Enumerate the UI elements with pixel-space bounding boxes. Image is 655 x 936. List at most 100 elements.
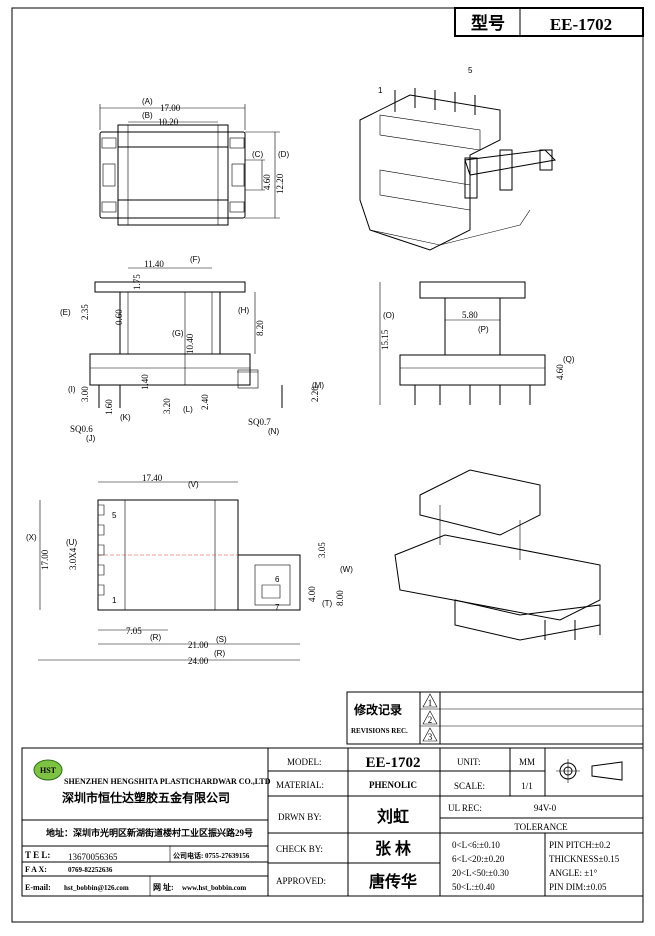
dim-tag-s: (S) [216, 635, 227, 644]
company-address: 地址：深圳市光明区新湖街道楼村工业区振兴路29号 [46, 827, 253, 838]
revision-mark-2: 2 [428, 715, 433, 725]
dim-tag-e: (E) [60, 308, 71, 317]
approved-label: APPROVED: [276, 876, 326, 886]
approved-value: 唐传华 [369, 872, 417, 891]
tel-label: T E L: [25, 850, 50, 860]
pin-5-label-iso: 5 [468, 66, 473, 75]
web-label: 网 址: [153, 882, 174, 892]
sheet-border [11, 7, 644, 923]
dim-tag-g: (G) [172, 329, 184, 338]
model-label: MODEL: [287, 757, 322, 767]
pin-7-label: 7 [275, 603, 280, 612]
unit-value: MM [519, 757, 535, 767]
dim-tag-l: (L) [183, 405, 193, 414]
company-block: HST SHENZHEN HENGSHITA PLASTICHARDWAR CO… [21, 747, 271, 897]
side-view: 15.15 (O) 5.80 (P) 4.60 (Q) [379, 281, 575, 405]
projection-symbol-icon [556, 759, 623, 783]
company-name-en: SHENZHEN HENGSHITA PLASTICHARDWAR CO.,LT… [64, 777, 271, 786]
ul-label: UL REC: [448, 803, 482, 813]
dim-11-40: 11.40 [144, 259, 164, 269]
tolerance-row-4: 50<L:±0.40 [452, 882, 495, 892]
dim-tag-i: (I) [68, 385, 76, 394]
dim-tag-f: (F) [190, 255, 201, 264]
dim-17-00: 17.00 [160, 103, 181, 113]
scale-value: 1/1 [521, 781, 533, 791]
dim-1-40: 1.40 [140, 374, 150, 390]
dim-tag-c: (C) [252, 150, 263, 159]
dim-tag-q: (Q) [563, 355, 575, 364]
iso-view-bottom [394, 469, 601, 641]
dim-0-60: 0.60 [114, 309, 124, 325]
web-value[interactable]: www.hst_bobbin.com [182, 884, 246, 892]
dim-8-20: 8.20 [255, 320, 265, 336]
revision-block: 修改记录 REVISIONS REC. 1 2 3 [346, 691, 644, 745]
dim-10-20: 10.20 [158, 117, 179, 127]
dim-sq0-6: SQ0.6 [70, 424, 93, 434]
tolerance-row-3: 20<L<50:±0.30 [452, 868, 509, 878]
dim-tag-r: (R) [150, 633, 161, 642]
dim-4-00: 4.00 [307, 586, 317, 602]
dim-3-0x4: 3.0X4 [68, 547, 78, 570]
dim-tag-h: (H) [238, 306, 249, 315]
email-value[interactable]: hst_bobbin@126.com [64, 884, 129, 892]
revision-mark-3: 3 [428, 732, 433, 742]
dim-17-40: 17.40 [142, 473, 163, 483]
dim-tag-d: (D) [278, 150, 289, 159]
dim-tag-x: (X) [26, 533, 37, 542]
dim-10-40: 10.40 [185, 333, 195, 354]
dim-1-75: 1.75 [132, 274, 142, 290]
angle-tolerance: ANGLE: ±1° [549, 868, 598, 878]
dim-1-60: 1.60 [104, 399, 114, 415]
drawn-value: 刘虹 [377, 807, 409, 826]
check-value: 张 林 [375, 839, 411, 858]
pin-pitch-tolerance: PIN PITCH:±0.2 [549, 840, 610, 850]
dim-2-35: 2.35 [80, 304, 90, 320]
ul-value: 94V-0 [534, 803, 557, 813]
revision-mark-1: 1 [428, 698, 433, 708]
dim-3-05: 3.05 [317, 542, 327, 558]
dim-tag-t: (T) [322, 599, 333, 608]
model-value: EE-1702 [365, 755, 420, 771]
tel-value: 13670056365 [68, 852, 118, 862]
pin-1-label-iso: 1 [378, 86, 383, 95]
office-tel-value: 0755-27639156 [205, 852, 250, 860]
dim-tag-p: (P) [478, 325, 489, 334]
material-value: PHENOLIC [369, 780, 417, 790]
dim-3-20: 3.20 [162, 398, 172, 414]
header-box: 型号 EE-1702 [454, 7, 644, 37]
dim-tag-m: (M) [312, 381, 324, 390]
pin-5-label: 5 [112, 511, 117, 520]
unit-label: UNIT: [457, 757, 481, 767]
model-code-header: EE-1702 [550, 15, 612, 34]
dim-2-20: 2.20 [310, 386, 320, 402]
bottom-view: 5 1 6 7 17.40 (V) 17.00 (X) 3.0X4 (U) 3.… [26, 473, 353, 666]
dim-17-00-bottom: 17.00 [40, 549, 50, 570]
dim-tag-o: (O) [383, 311, 395, 320]
dim-tag-a: (A) [142, 97, 153, 106]
dim-tag-j: (J) [86, 434, 96, 443]
dim-tag-u: (U) [66, 538, 77, 547]
dim-tag-v: (V) [188, 480, 199, 489]
dim-4-60: 4.60 [262, 174, 272, 190]
tolerance-label: TOLERANCE [514, 822, 568, 832]
front-view: 11.40 (F) 1.75 2.35 (E) 0.60 10.40 (G) 8… [60, 255, 324, 443]
dim-tag-b: (B) [142, 111, 153, 120]
revision-title: 修改记录 [353, 702, 402, 717]
title-block: MODEL: EE-1702 MATERIAL: PHENOLIC DRWN B… [267, 747, 644, 897]
tolerance-row-1: 0<L<6:±0.10 [452, 840, 500, 850]
dim-2-40: 2.40 [200, 394, 210, 410]
scale-label: SCALE: [454, 781, 485, 791]
fax-label: F A X: [25, 865, 47, 874]
dim-8-00: 8.00 [335, 590, 345, 606]
office-tel-label: 公司电话: [173, 851, 203, 860]
dim-24-00: 24.00 [188, 656, 209, 666]
drawn-label: DRWN BY: [278, 812, 321, 822]
company-logo: HST [33, 759, 63, 781]
dim-tag-n: (N) [268, 427, 279, 436]
material-label: MATERIAL: [276, 780, 324, 790]
dim-tag-w: (W) [340, 565, 353, 574]
iso-view-top: 1 5 [359, 66, 557, 251]
revision-subtitle: REVISIONS REC. [351, 727, 408, 735]
top-view: (A) 17.00 (B) 10.20 (C) 4.60 (D) 12.20 [99, 97, 289, 226]
